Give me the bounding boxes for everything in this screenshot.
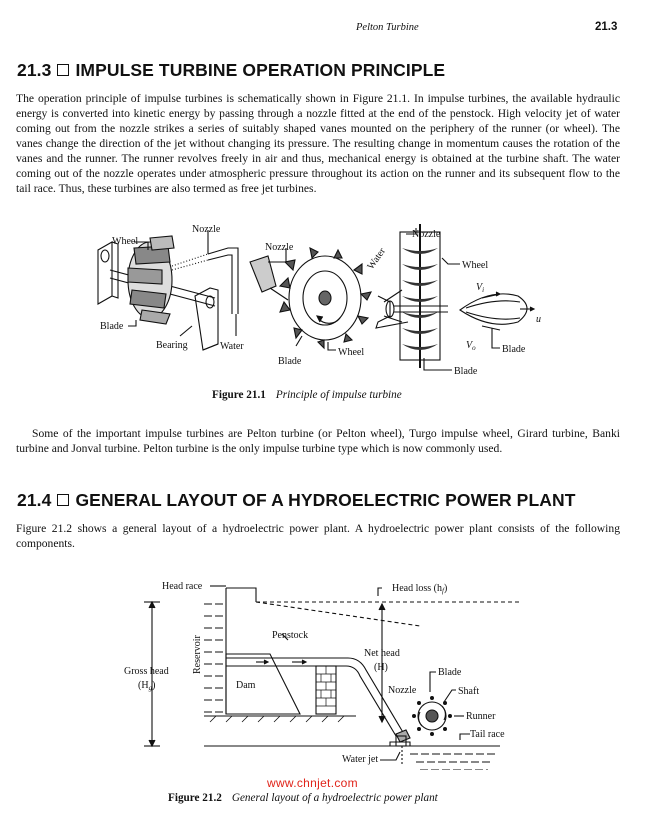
figure-21-1-caption: Figure 21.1 Principle of impulse turbine <box>212 389 402 401</box>
page-number: 21.3 <box>595 21 618 33</box>
section-21-4-paragraph: Figure 21.2 shows a general layout of a … <box>16 522 620 550</box>
figure-21-2-caption: Figure 21.2 General layout of a hydroelec… <box>168 792 438 804</box>
figure-label: Figure 21.1 <box>212 389 266 401</box>
fig1-u-label: u <box>536 314 541 325</box>
fig1-wheel-label-2: Wheel <box>338 347 364 358</box>
fig1-nozzle-label: Nozzle <box>192 224 221 235</box>
figure-21-1-diagram: Wheel Nozzle Blade Bearing Water Nozzle … <box>97 224 541 377</box>
bucket-column-sketch <box>375 224 536 368</box>
fig1-blade-label-4: Blade <box>454 366 478 377</box>
impulse-wheel-sketch <box>97 235 239 351</box>
figure-caption-text: General layout of a hydroelectric power … <box>231 792 438 804</box>
section-title: IMPULSE TURBINE OPERATION PRINCIPLE <box>75 60 446 80</box>
fig1-blade-label-2: Blade <box>278 356 302 367</box>
watermark-text: www.chnjet.com <box>267 776 358 790</box>
pelton-wheel-sketch <box>249 247 372 350</box>
section-number: 21.4 <box>17 490 52 510</box>
impulse-turbines-paragraph: Some of the important impulse turbines a… <box>16 427 620 455</box>
running-title: Pelton Turbine <box>356 22 419 33</box>
section-21-3-heading: 21.3 IMPULSE TURBINE OPERATION PRINCIPLE <box>17 60 445 81</box>
fig2-dam-label: Dam <box>236 680 256 691</box>
figure-label: Figure 21.2 <box>168 792 222 804</box>
fig2-water-jet-label: Water jet <box>342 754 378 765</box>
section-21-4-heading: 21.4 GENERAL LAYOUT OF A HYDROELECTRIC PO… <box>17 490 576 511</box>
fig1-vo-label: Vo <box>466 340 476 352</box>
fig1-blade-label: Blade <box>100 321 124 332</box>
section-box-icon <box>57 494 70 507</box>
fig1-bearing-label: Bearing <box>156 340 188 351</box>
fig1-nozzle-label-3: Nozzle <box>412 229 441 240</box>
fig1-blade-label-3: Blade <box>502 344 526 355</box>
section-box-icon <box>57 64 70 77</box>
fig1-vi-label: Vi <box>476 282 484 294</box>
fig1-water-label: Water <box>220 341 244 352</box>
fig2-tail-race-label: Tail race <box>470 729 505 740</box>
section-21-3-paragraph: The operation principle of impulse turbi… <box>16 92 620 195</box>
fig2-shaft-label: Shaft <box>458 686 479 697</box>
figure-caption-text: Principle of impulse turbine <box>275 389 402 401</box>
fig1-water-label-2: Water <box>365 246 388 272</box>
fig2-head-race-label: Head race <box>162 581 203 592</box>
fig2-runner-label: Runner <box>466 711 496 722</box>
fig2-nozzle-label: Nozzle <box>388 685 417 696</box>
fig2-net-head-label: Net head <box>364 648 400 659</box>
figure-21-2-diagram: Head race Head loss (hf) Penstock Net he… <box>124 581 520 770</box>
fig2-net-head-h-label: (H) <box>374 662 388 673</box>
fig2-gross-head-h-label: (Hg) <box>138 680 155 692</box>
fig2-penstock-label: Penstock <box>272 630 308 641</box>
fig2-gross-head-label: Gross head <box>124 666 169 677</box>
fig2-blade-label: Blade <box>438 667 462 678</box>
fig2-reservoir-label: Reservoir <box>192 634 203 674</box>
fig1-wheel-label: Wheel <box>112 236 138 247</box>
fig1-nozzle-label-2: Nozzle <box>265 242 294 253</box>
section-number: 21.3 <box>17 60 52 80</box>
fig2-head-loss-label: Head loss (hf) <box>392 583 447 595</box>
fig1-wheel-label-3: Wheel <box>462 260 488 271</box>
section-title: GENERAL LAYOUT OF A HYDROELECTRIC POWER … <box>75 490 576 510</box>
